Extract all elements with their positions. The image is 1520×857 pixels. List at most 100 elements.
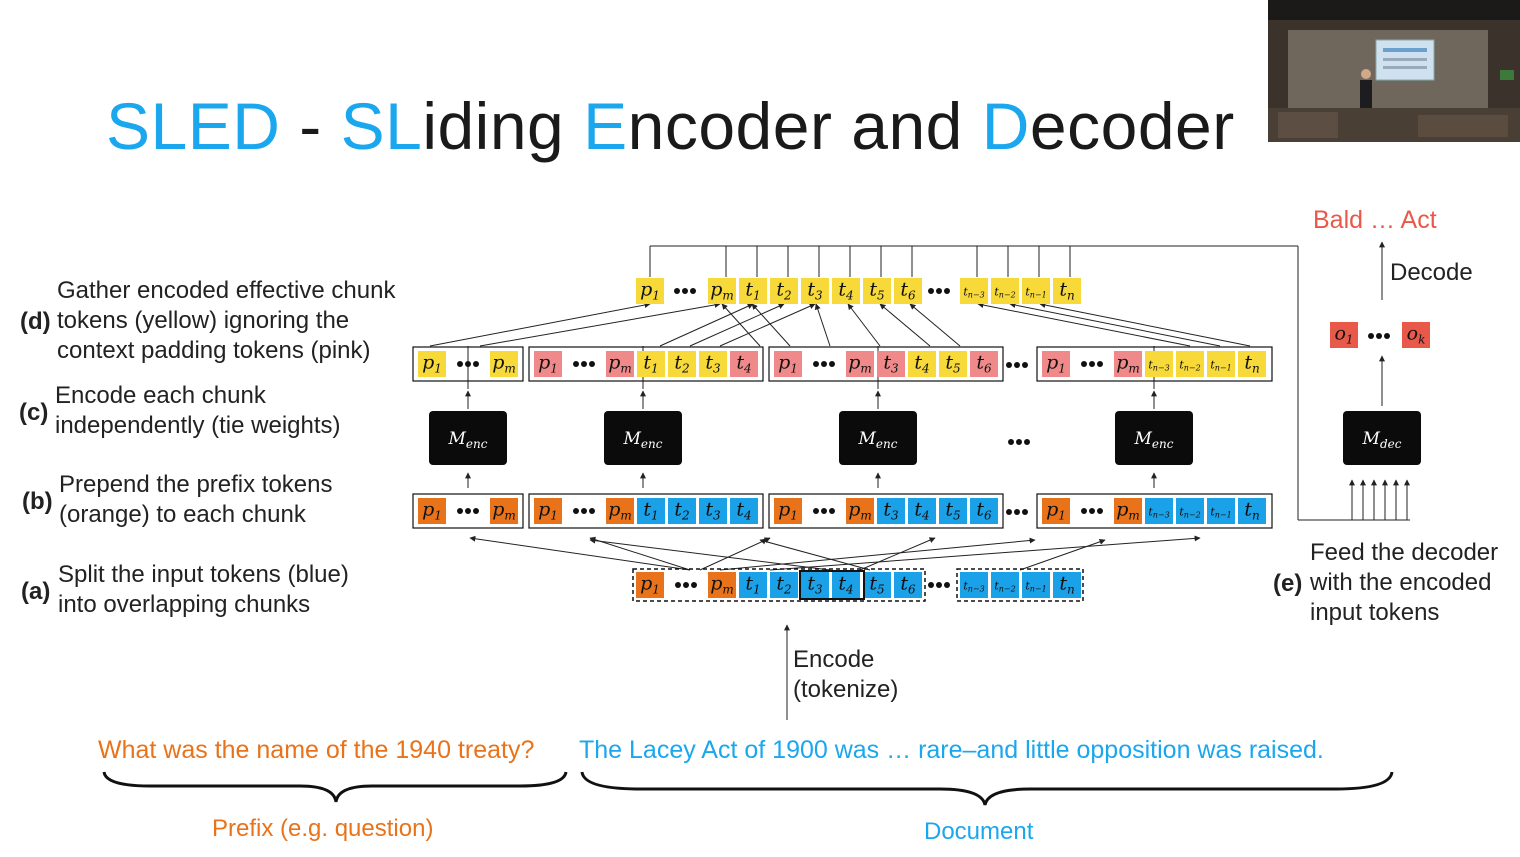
chunk-token-pm: pm: [606, 351, 634, 377]
decode-label: Decode: [1390, 259, 1473, 286]
ellipsis-dots: [675, 582, 697, 588]
ellipsis-dots: [1081, 361, 1103, 367]
ellipsis-dots: [928, 288, 950, 294]
gathered-token-t4: t4: [832, 278, 860, 304]
step-c-text: Encode each chunk independently (tie wei…: [55, 382, 341, 439]
output-token-o1: o1: [1330, 322, 1358, 348]
output-token-ok: ok: [1402, 322, 1430, 348]
chunk-token-t5: t5: [939, 498, 967, 524]
encoder-block-2: Menc: [604, 411, 682, 465]
chunk-token-tn: tn: [1238, 498, 1266, 524]
document-brace: [580, 771, 1394, 806]
chunk-token-p1: p1: [418, 351, 446, 377]
ellipsis-dots: [1368, 333, 1390, 339]
chunk-token-t5: t5: [939, 351, 967, 377]
gathered-token-t3: t3: [801, 278, 829, 304]
input-token-pm: pm: [708, 572, 736, 598]
chunk-token-t3: t3: [877, 351, 905, 377]
slide-title: SLED - SLiding Encoder and Decoder: [106, 89, 1235, 163]
presenter-webcam: [1268, 0, 1520, 142]
gathered-token-tn−1: tn−1: [1022, 278, 1050, 304]
chunk-token-t3: t3: [877, 498, 905, 524]
gathered-token-tn−2: tn−2: [991, 278, 1019, 304]
chunk-frame-b-4: [1036, 493, 1273, 529]
gathered-token-tn: tn: [1053, 278, 1081, 304]
chunk-token-t2: t2: [668, 351, 696, 377]
chunk-frame-d-1: [412, 346, 524, 382]
chunk-token-p1: p1: [774, 498, 802, 524]
chunk-token-pm: pm: [490, 498, 518, 524]
chunk-token-p1: p1: [774, 351, 802, 377]
chunk-token-pm: pm: [1114, 498, 1142, 524]
gathered-token-t2: t2: [770, 278, 798, 304]
prefix-label: Prefix (e.g. question): [212, 815, 434, 842]
chunk-token-t3: t3: [699, 498, 727, 524]
chunk-token-tn−2: tn−2: [1176, 351, 1204, 377]
chunk-token-pm: pm: [846, 351, 874, 377]
input-token-t6: t6: [894, 572, 922, 598]
chunk-token-t1: t1: [637, 498, 665, 524]
chunk-token-p1: p1: [534, 498, 562, 524]
gathered-token-t5: t5: [863, 278, 891, 304]
chunk-token-pm: pm: [606, 498, 634, 524]
chunk-token-t2: t2: [668, 498, 696, 524]
chunk-token-tn−1: tn−1: [1207, 498, 1235, 524]
input-token-tn−2: tn−2: [991, 572, 1019, 598]
chunk-token-tn−1: tn−1: [1207, 351, 1235, 377]
prefix-brace: [102, 771, 568, 803]
encoder-block-1: Menc: [429, 411, 507, 465]
ellipsis-dots: [928, 582, 950, 588]
chunk-token-t4: t4: [908, 498, 936, 524]
chunk-token-tn: tn: [1238, 351, 1266, 377]
gathered-token-t1: t1: [739, 278, 767, 304]
step-b-letter: (b): [22, 488, 53, 515]
chunk-frame-b-2: [528, 493, 764, 529]
chunk-token-p1: p1: [534, 351, 562, 377]
input-token-t4: t4: [832, 572, 860, 598]
chunk-frame-d-2: [528, 346, 764, 382]
ellipsis-dots: [573, 361, 595, 367]
ellipsis-dots: [1081, 508, 1103, 514]
encoder-block-3: Menc: [839, 411, 917, 465]
chunk-frame-d-3: [768, 346, 1004, 382]
ellipsis-dots: [1008, 439, 1030, 445]
chunk-token-pm: pm: [1114, 351, 1142, 377]
decoder-block: Mdec: [1343, 411, 1421, 465]
chunk-token-p1: p1: [1042, 498, 1070, 524]
encoder-block-4: Menc: [1115, 411, 1193, 465]
chunk-frame-d-4: [1036, 346, 1273, 382]
chunk-token-pm: pm: [490, 351, 518, 377]
step-b-text: Prepend the prefix tokens (orange) to ea…: [59, 471, 333, 528]
input-token-t3: t3: [801, 572, 829, 598]
input-token-p1: p1: [636, 572, 664, 598]
encode-tokenize-label: Encode (tokenize): [793, 646, 899, 703]
document-text: The Lacey Act of 1900 was … rare–and lit…: [579, 736, 1324, 764]
input-token-t1: t1: [739, 572, 767, 598]
chunk-token-t6: t6: [970, 498, 998, 524]
step-d-text: Gather encoded effective chunk tokens (y…: [57, 277, 396, 364]
chunk-token-p1: p1: [418, 498, 446, 524]
input-token-tn−1: tn−1: [1022, 572, 1050, 598]
step-a-text: Split the input tokens (blue) into overl…: [58, 561, 349, 618]
question-text: What was the name of the 1940 treaty?: [98, 736, 535, 764]
decoder-output-text: Bald … Act: [1313, 206, 1437, 234]
gathered-token-p1: p1: [636, 278, 664, 304]
input-token-t2: t2: [770, 572, 798, 598]
ellipsis-dots: [457, 361, 479, 367]
chunk-token-t4: t4: [730, 498, 758, 524]
chunk-token-tn−3: tn−3: [1145, 351, 1173, 377]
chunk-token-t3: t3: [699, 351, 727, 377]
ellipsis-dots: [573, 508, 595, 514]
ellipsis-dots: [674, 288, 696, 294]
ellipsis-dots: [813, 508, 835, 514]
chunk-token-tn−3: tn−3: [1145, 498, 1173, 524]
chunk-frame-b-1: [412, 493, 524, 529]
input-token-tn−3: tn−3: [960, 572, 988, 598]
step-e-letter: (e): [1273, 570, 1303, 597]
ellipsis-dots: [1006, 509, 1028, 515]
chunk-token-t6: t6: [970, 351, 998, 377]
ellipsis-dots: [1006, 362, 1028, 368]
chunk-token-tn−2: tn−2: [1176, 498, 1204, 524]
chunk-token-p1: p1: [1042, 351, 1070, 377]
gathered-token-tn−3: tn−3: [960, 278, 988, 304]
